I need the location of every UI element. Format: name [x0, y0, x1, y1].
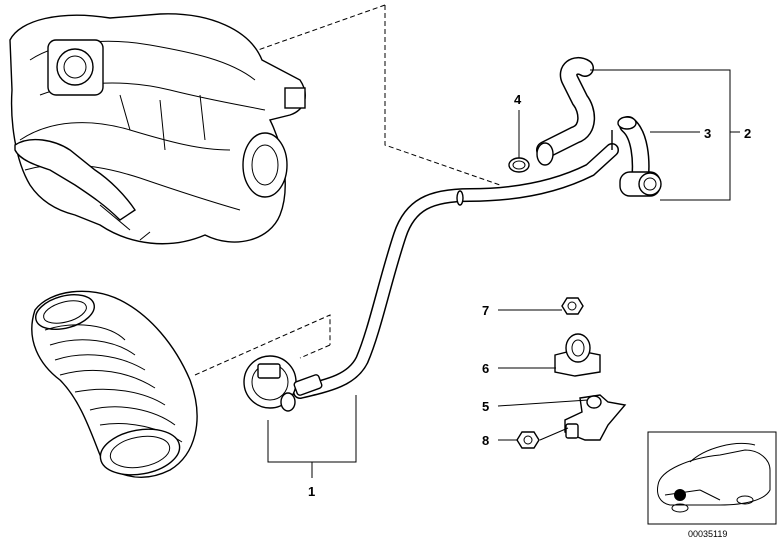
callout-6: 6 [482, 361, 489, 376]
pressure-regulator [243, 355, 323, 412]
hex-nut-7 [561, 297, 584, 315]
leader-8 [498, 427, 569, 441]
vehicle-location-inset [647, 431, 777, 525]
callout-7: 7 [482, 303, 489, 318]
callout-5: 5 [482, 399, 489, 414]
vent-hose [293, 130, 619, 399]
hex-nut-8 [516, 431, 540, 449]
leader-manifold [257, 4, 501, 186]
bracket-line-2 [590, 69, 740, 201]
bracket-line-1 [267, 395, 357, 478]
callout-2: 2 [744, 126, 751, 141]
callout-1: 1 [308, 484, 315, 499]
callout-8: 8 [482, 433, 489, 448]
callout-3: 3 [704, 126, 711, 141]
pipe-clip [554, 333, 601, 377]
bracket [564, 394, 627, 441]
hose-assembly [536, 57, 662, 197]
intake-bellows [31, 290, 198, 478]
callout-4: 4 [514, 92, 522, 107]
intake-manifold [9, 13, 306, 245]
leader-bellows [194, 314, 331, 376]
leader-5 [497, 399, 589, 407]
hose-clamp [508, 157, 530, 173]
diagram-id: 00035119 [688, 529, 727, 539]
